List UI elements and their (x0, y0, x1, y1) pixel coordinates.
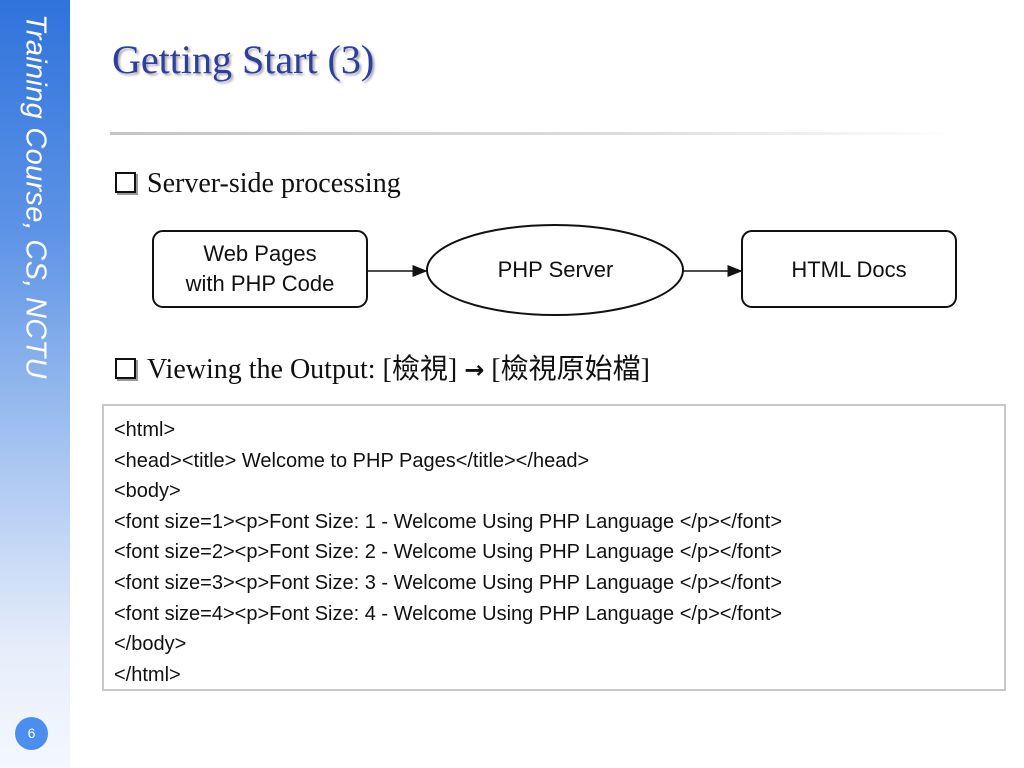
bullet-viewing-output: Viewing the Output: [檢視] → [檢視原始檔] (115, 347, 650, 387)
bullet-text-mid: ] (447, 354, 465, 385)
checkbox-bullet-icon (115, 172, 136, 193)
bullet-text: Server-side processing (147, 168, 401, 199)
node-web-pages-label: Web Pages with PHP Code (155, 239, 365, 299)
code-line: <font size=3><p>Font Size: 3 - Welcome U… (114, 571, 783, 594)
code-line: <font size=1><p>Font Size: 1 - Welcome U… (114, 510, 783, 533)
right-arrow-icon: → (464, 356, 485, 384)
slide-title: Getting Start (3) (112, 37, 375, 82)
code-line: <font size=4><p>Font Size: 4 - Welcome U… (114, 602, 783, 625)
bullet-text-open: [ (484, 354, 501, 385)
title-divider (110, 132, 960, 135)
node-web-pages-line2: with PHP Code (185, 271, 335, 296)
code-line: <head><title> Welcome to PHP Pages</titl… (114, 449, 590, 472)
menu-view-label: 檢視 (391, 352, 448, 385)
code-line: </body> (114, 633, 187, 656)
code-line: <body> (114, 480, 181, 503)
code-line: <font size=2><p>Font Size: 2 - Welcome U… (114, 541, 783, 564)
code-line: </html> (114, 663, 181, 686)
page-number-badge: 6 (15, 717, 48, 750)
node-web-pages-line1: Web Pages (203, 241, 317, 266)
sidebar-band: Training Course, CS, NCTU 6 (0, 0, 70, 768)
bullet-text-close: ] (640, 354, 650, 385)
node-html-docs-label: HTML Docs (791, 257, 907, 282)
node-php-server-label: PHP Server (497, 257, 614, 282)
course-label: Training Course, CS, NCTU (19, 14, 52, 379)
bullet-server-side: Server-side processing (115, 168, 401, 200)
code-line: <html> (114, 419, 176, 441)
menu-view-source-label: 檢視原始檔 (500, 352, 641, 385)
checkbox-bullet-icon (115, 358, 136, 379)
html-source-box: <html> <head><title> Welcome to PHP Page… (102, 404, 1006, 691)
bullet-text-prefix: Viewing the Output: [ (147, 354, 392, 385)
